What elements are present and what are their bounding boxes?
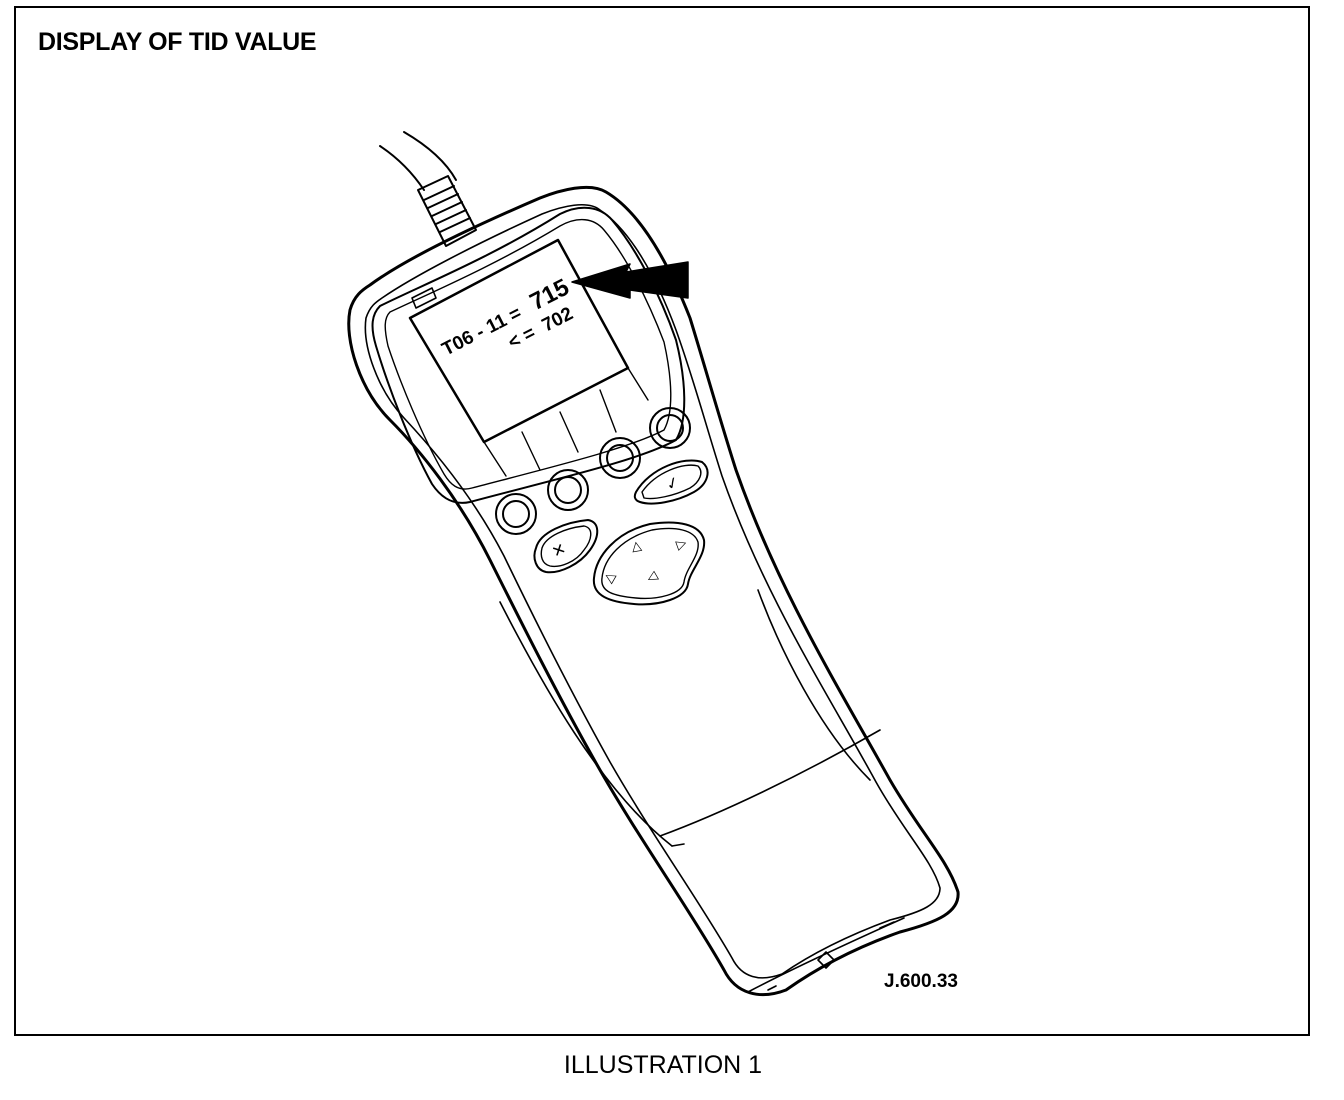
display-screen — [408, 238, 649, 477]
cable — [379, 131, 457, 191]
pointer-arrow — [571, 261, 689, 299]
bottom-edge-detail — [747, 917, 905, 993]
cross-icon: ✕ — [549, 540, 569, 561]
nav-arrows: ▷ ▷ ▷ ▷ — [601, 535, 688, 588]
battery-indicator-icon — [411, 287, 437, 309]
soft-keys — [495, 407, 691, 535]
soft-key-3[interactable] — [599, 437, 641, 479]
navigation-pad[interactable] — [592, 521, 706, 606]
soft-key-2[interactable] — [547, 469, 589, 511]
body-contour-lines — [499, 589, 881, 847]
figure-reference-code: J.600.33 — [884, 971, 958, 992]
device-body — [347, 185, 960, 997]
nav-down-icon: ▷ — [645, 570, 661, 588]
check-icon: ✓ — [663, 473, 683, 494]
screen-bezel — [371, 206, 686, 504]
soft-key-1[interactable] — [495, 493, 537, 535]
figure-title: DISPLAY OF TID VALUE — [38, 28, 317, 56]
nav-right-icon: ▷ — [674, 535, 689, 553]
cancel-button[interactable] — [533, 519, 599, 574]
cable-connector — [417, 175, 477, 247]
figure-caption: ILLUSTRATION 1 — [563, 1051, 763, 1079]
figure-frame — [14, 6, 1310, 1036]
nav-up-icon: ▷ — [627, 541, 644, 553]
confirm-button[interactable] — [633, 459, 709, 505]
soft-key-4[interactable] — [649, 407, 691, 449]
screen-readout: T06 - 11 = 715 < = 702 — [439, 274, 577, 361]
